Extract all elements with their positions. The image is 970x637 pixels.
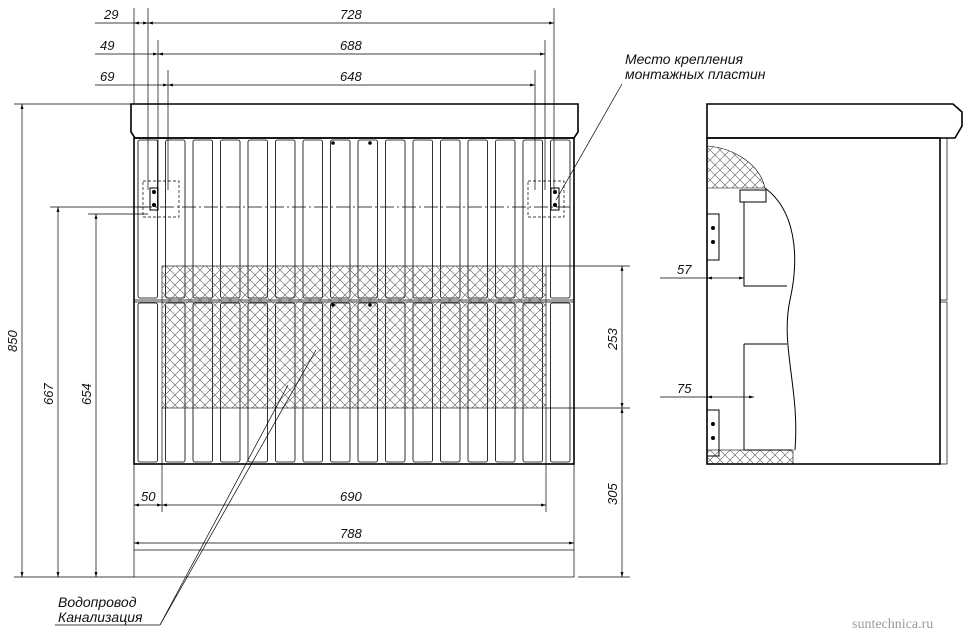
water-label-line1: Водопровод bbox=[58, 594, 137, 610]
bracket-screw bbox=[711, 240, 715, 244]
dim-654: 654 bbox=[79, 383, 94, 405]
top-dimensions: 29 728 49 688 69 648 bbox=[95, 7, 555, 190]
handle-dot bbox=[331, 303, 335, 307]
base-outline bbox=[133, 549, 575, 578]
bracket-upper bbox=[706, 213, 720, 261]
front-slat bbox=[550, 139, 571, 299]
dim-49: 49 bbox=[100, 38, 114, 53]
front-slat bbox=[137, 302, 158, 463]
mounting-plate-right bbox=[527, 180, 565, 218]
handle-dot bbox=[368, 303, 372, 307]
dim-75: 75 bbox=[677, 381, 692, 396]
dim-648: 648 bbox=[340, 69, 362, 84]
dim-850: 850 bbox=[5, 330, 20, 352]
dim-69: 69 bbox=[100, 69, 114, 84]
watermark: suntechnica.ru bbox=[852, 617, 933, 632]
dim-667: 667 bbox=[41, 383, 56, 405]
dim-788: 788 bbox=[340, 526, 362, 541]
pipe-zone-hatch bbox=[161, 265, 547, 409]
bracket-lower bbox=[706, 409, 720, 457]
side-drawer-front-lower bbox=[939, 301, 948, 465]
handle-dot bbox=[331, 141, 335, 145]
bracket-screw bbox=[711, 436, 715, 440]
dim-305: 305 bbox=[605, 483, 620, 505]
mounting-leader bbox=[555, 83, 623, 201]
dim-50: 50 bbox=[141, 489, 156, 504]
side-wall-hatch-bottom bbox=[706, 449, 794, 465]
handle-dot bbox=[368, 141, 372, 145]
bracket-screw bbox=[711, 422, 715, 426]
water-label-line2: Канализация bbox=[58, 609, 143, 625]
dim-690: 690 bbox=[340, 489, 362, 504]
dim-728: 728 bbox=[340, 7, 362, 22]
side-view: 57 75 bbox=[660, 103, 963, 465]
side-wall-hatch-top bbox=[706, 145, 766, 189]
lower-drawer-box bbox=[743, 344, 792, 451]
bottom-dimensions: 50 690 788 bbox=[133, 408, 575, 578]
mounting-label-line1: Место крепления bbox=[625, 51, 744, 67]
water-leader-1 bbox=[159, 349, 317, 626]
bracket-screw bbox=[711, 226, 715, 230]
dim-688: 688 bbox=[340, 38, 362, 53]
dim-253: 253 bbox=[605, 328, 620, 351]
right-dimensions: 253 305 bbox=[546, 265, 630, 578]
front-view bbox=[130, 103, 579, 465]
water-leader-2 bbox=[159, 384, 289, 626]
dim-57: 57 bbox=[677, 262, 692, 277]
front-basin bbox=[130, 103, 579, 139]
side-back-curve bbox=[764, 187, 797, 451]
side-cabinet bbox=[706, 137, 941, 465]
mounting-plate-left bbox=[142, 180, 180, 218]
front-slat bbox=[550, 302, 571, 463]
upper-drawer-box bbox=[743, 202, 787, 287]
mounting-label-line2: монтажных пластин bbox=[625, 66, 766, 82]
annotations: Место крепления монтажных пластин Водопр… bbox=[55, 51, 766, 626]
side-basin bbox=[706, 103, 963, 139]
front-cabinet bbox=[133, 137, 575, 465]
side-drawer-front-upper bbox=[939, 137, 948, 301]
dim-29: 29 bbox=[103, 7, 118, 22]
left-dimensions: 850 667 654 bbox=[5, 103, 148, 578]
upper-drawer-rail bbox=[739, 189, 767, 203]
